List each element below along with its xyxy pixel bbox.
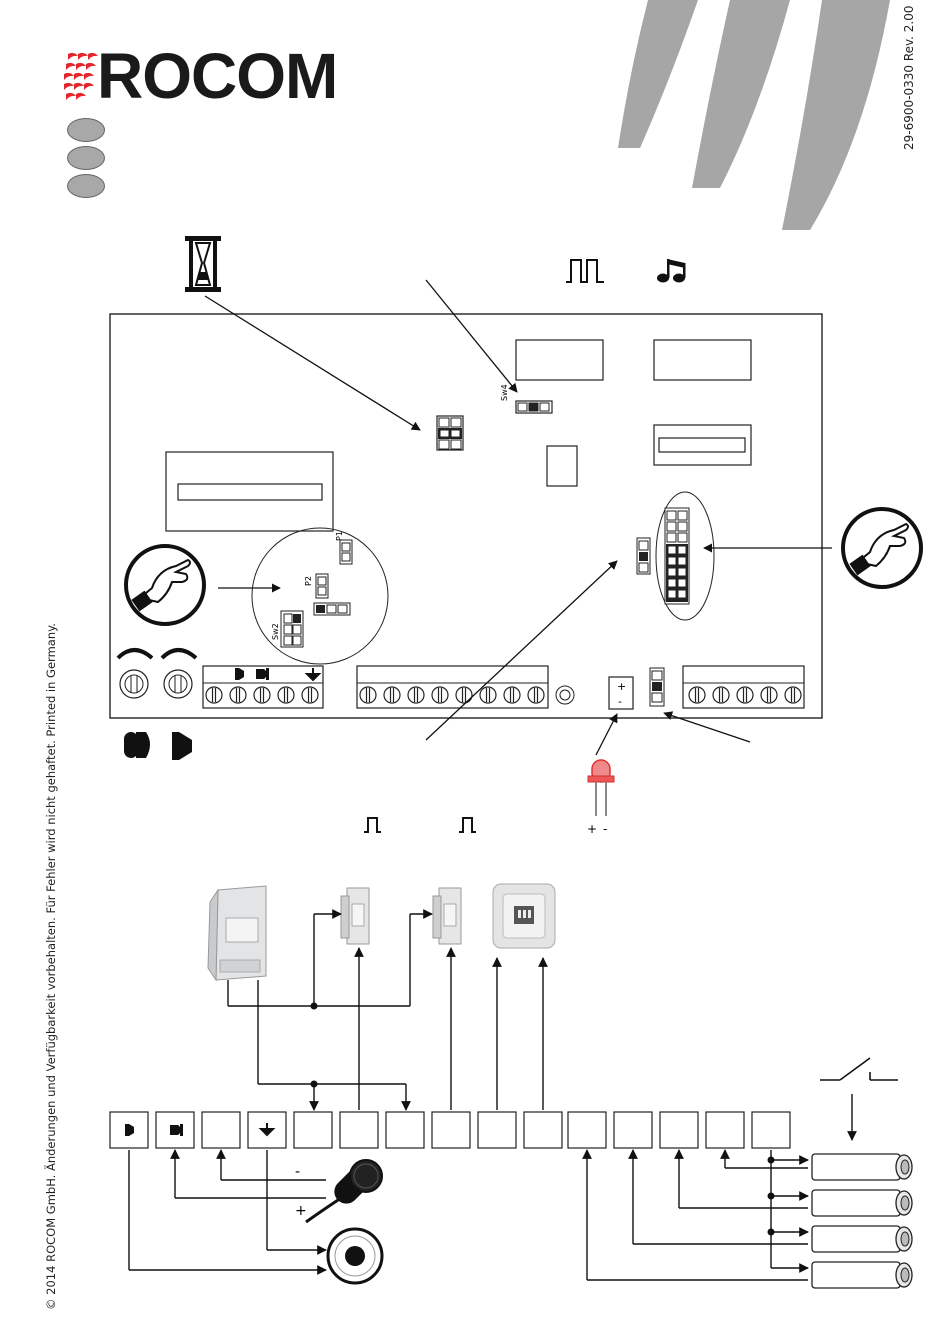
- board-plus-label: +: [617, 680, 626, 693]
- speaker-icon: [172, 732, 192, 760]
- board-minus-label: -: [618, 695, 622, 708]
- hand-touch-icon: [126, 546, 204, 624]
- hourglass-icon: [185, 236, 221, 292]
- mic-plus-label: +: [295, 1203, 307, 1219]
- sw2-label: Sw2: [271, 623, 280, 640]
- led-plus-label: +: [587, 822, 597, 836]
- terminal-row: [110, 1112, 790, 1148]
- sw4-label: Sw4: [500, 384, 509, 401]
- telephone-socket-device: [493, 884, 555, 948]
- microphone-icon: [124, 732, 150, 758]
- music-note-icon: [657, 259, 686, 283]
- led-minus-label: -: [603, 822, 607, 836]
- button-battery: [812, 1226, 912, 1252]
- mic-minus-label: -: [295, 1164, 300, 1180]
- door-opener-device: [433, 888, 461, 944]
- pulse-icon: [459, 818, 476, 832]
- button-battery: [812, 1262, 912, 1288]
- button-battery: [812, 1190, 912, 1216]
- pulse-icon: [364, 818, 381, 832]
- button-battery: [812, 1154, 912, 1180]
- speaker-icon: [328, 1229, 382, 1283]
- led-icon: [588, 760, 614, 816]
- hand-touch-icon: [843, 509, 921, 587]
- door-opener-device: [341, 888, 369, 944]
- pulse-train-icon: [566, 260, 604, 282]
- power-supply-device: [208, 886, 266, 980]
- microphone-icon: [306, 1160, 382, 1222]
- p2-label: P2: [304, 576, 313, 586]
- switch-icon: [820, 1058, 898, 1080]
